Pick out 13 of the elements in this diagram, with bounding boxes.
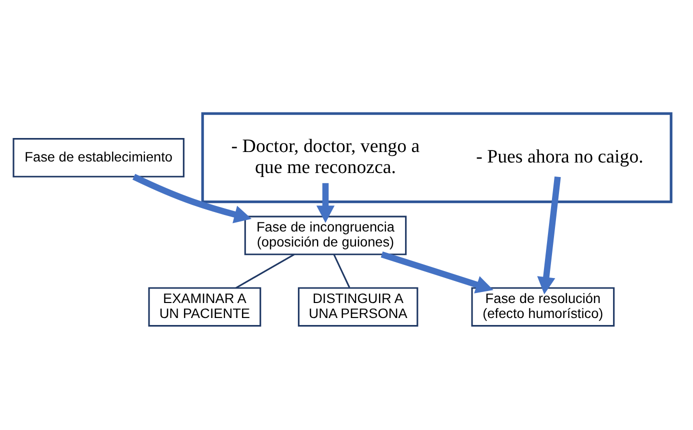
arrow (380, 250, 494, 293)
node-box: DISTINGUIR A UNA PERSONA (298, 286, 418, 326)
arrow (132, 173, 252, 223)
connector (236, 253, 294, 288)
node-box: EXAMINAR A UN PACIENTE (148, 286, 262, 326)
connector (333, 254, 350, 288)
cluster (201, 112, 672, 203)
node-box: Fase de incongruencia (oposición de guiones) (244, 215, 407, 255)
node-box: Fase de establecimiento (12, 138, 184, 177)
arrow (316, 182, 335, 222)
node-box: Fase de resolución (efecto humorístico) (471, 286, 615, 326)
node-text: - Pues ahora no caigo. (476, 146, 644, 167)
node-text: - Doctor, doctor, vengo a que me reconozca. (231, 135, 420, 178)
